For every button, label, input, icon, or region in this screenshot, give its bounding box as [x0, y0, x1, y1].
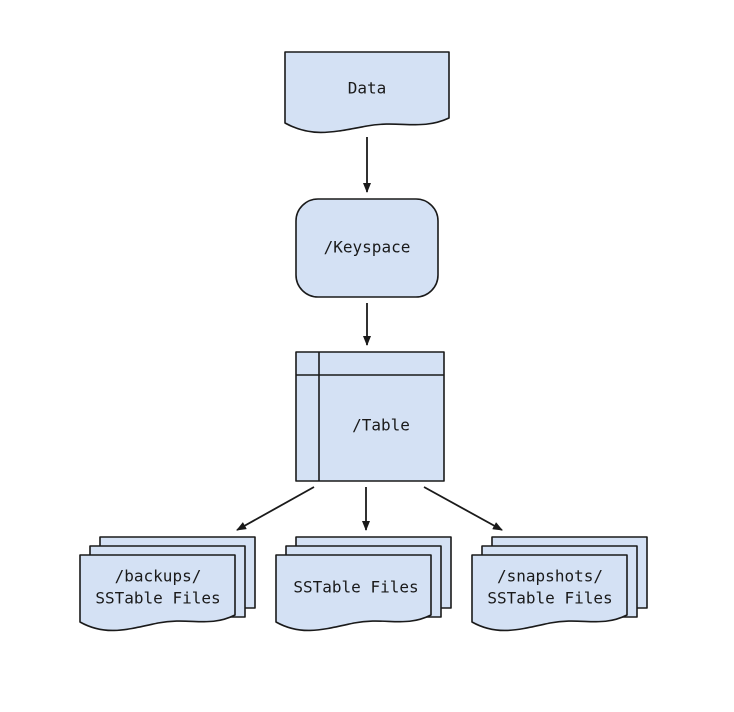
- rounded-rectangle-shape: [295, 198, 439, 298]
- table-shape: [295, 351, 445, 482]
- document-shape: [284, 51, 450, 134]
- edge-table-to-backups: [236, 486, 315, 531]
- node-backups-label-line-1: /backups/: [115, 567, 202, 586]
- multi-document-front-layer: [471, 554, 628, 632]
- node-data-label: Data: [348, 79, 387, 98]
- edge-table-to-snapshots: [423, 486, 503, 531]
- node-keyspace[interactable]: /Keyspace: [295, 198, 439, 298]
- node-keyspace-label: /Keyspace: [324, 238, 411, 257]
- multi-document-front-layer: [275, 554, 432, 632]
- edges-group: [236, 137, 503, 531]
- node-sstable-label-line-1: SSTable Files: [293, 578, 418, 597]
- node-data[interactable]: Data: [284, 51, 450, 134]
- node-table-label: /Table: [352, 416, 410, 435]
- node-snapshots[interactable]: /snapshots/ SSTable Files: [471, 536, 648, 632]
- multi-document-front-layer: [79, 554, 236, 632]
- node-sstable[interactable]: SSTable Files: [275, 536, 452, 632]
- node-backups[interactable]: /backups/ SSTable Files: [79, 536, 256, 632]
- node-table[interactable]: /Table: [295, 351, 445, 482]
- node-snapshots-label-line-1: /snapshots/: [497, 567, 603, 586]
- node-snapshots-label-line-2: SSTable Files: [487, 589, 612, 608]
- node-backups-label-line-2: SSTable Files: [95, 589, 220, 608]
